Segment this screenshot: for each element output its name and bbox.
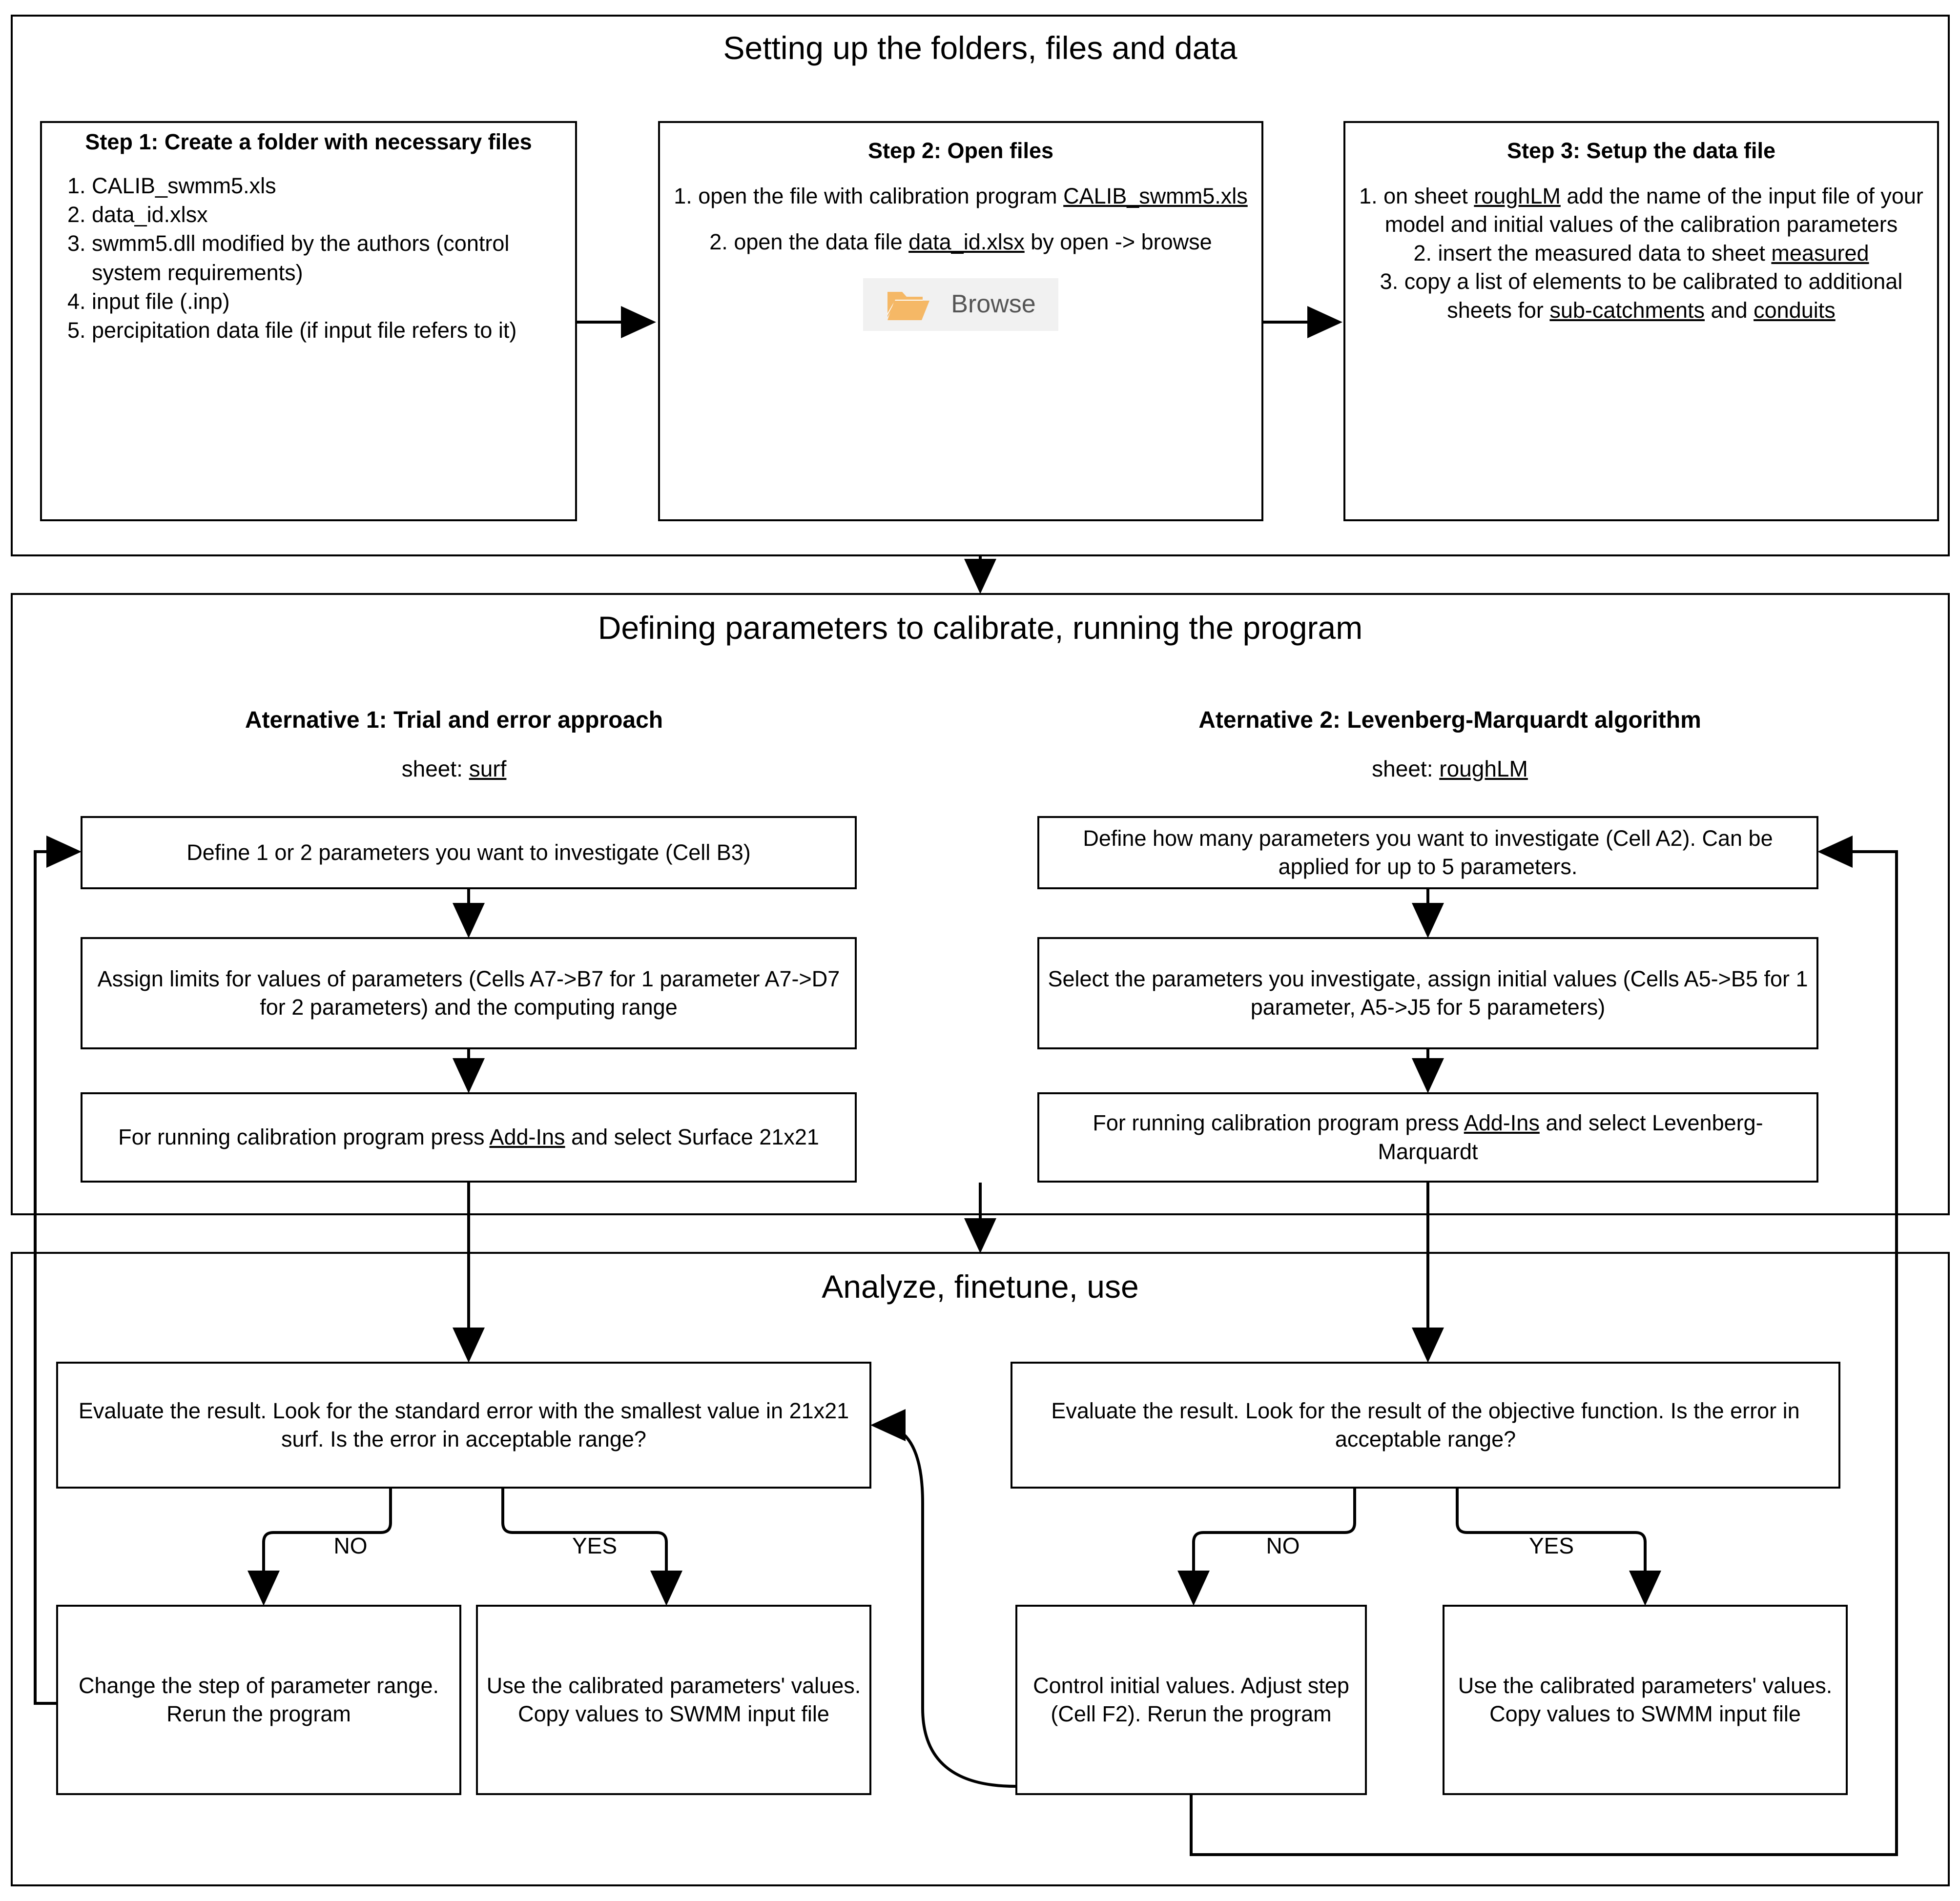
browse-label: Browse — [951, 289, 1036, 318]
list-item: swmm5.dll modified by the authors (contr… — [92, 229, 567, 287]
step3-instruction-1: 1. on sheet roughLM add the name of the … — [1353, 182, 1929, 239]
list-item: percipitation data file (if input file r… — [92, 316, 567, 345]
step3-item3-b: and — [1705, 297, 1754, 323]
step3-item2-a: 2. insert the measured data to sheet — [1413, 240, 1772, 266]
surf-sheet-link[interactable]: surf — [469, 756, 507, 781]
step3-item1-a: 1. on sheet — [1359, 183, 1474, 208]
right-yes-box: Use the calibrated parameters' values. C… — [1443, 1605, 1848, 1795]
left-no-label: NO — [312, 1533, 389, 1559]
step2-box: Step 2: Open files 1. open the file with… — [658, 121, 1263, 521]
step2-heading: Step 2: Open files — [867, 138, 1054, 163]
alt2-step-2-box: Select the parameters you investigate, a… — [1037, 937, 1818, 1049]
alt1-run-b: and select Surface 21x21 — [565, 1124, 819, 1150]
panel-defining-title: Defining parameters to calibrate, runnin… — [598, 610, 1363, 646]
alt2-sheet-prefix: sheet: — [1372, 756, 1440, 781]
right-evaluate-box: Evaluate the result. Look for the result… — [1011, 1362, 1840, 1489]
panel-analyze-title: Analyze, finetune, use — [822, 1268, 1139, 1305]
step2-line1-prefix: 1. open the file with calibration progra… — [674, 183, 1064, 208]
alt1-run-text: For running calibration program press Ad… — [90, 1123, 847, 1152]
alt2-step-1-box: Define how many parameters you want to i… — [1037, 816, 1818, 889]
step3-item1-b: add the name of the input file of your m… — [1384, 183, 1923, 237]
step3-heading: Step 3: Setup the data file — [1506, 138, 1776, 163]
add-ins-link-1[interactable]: Add-Ins — [489, 1124, 565, 1150]
alt1-step-1-box: Define 1 or 2 parameters you want to inv… — [81, 816, 857, 889]
list-item: data_id.xlsx — [92, 200, 567, 229]
step2-line2-prefix: 2. open the data file — [709, 229, 909, 254]
step3-instruction-2: 2. insert the measured data to sheet mea… — [1353, 239, 1929, 268]
step1-file-list: CALIB_swmm5.xls data_id.xlsx swmm5.dll m… — [50, 171, 567, 345]
alt2-run-text: For running calibration program press Ad… — [1047, 1109, 1809, 1166]
folder-open-icon — [886, 287, 930, 322]
panel-setup-title: Setting up the folders, files and data — [723, 30, 1238, 66]
alternative-1-heading: Aternative 1: Trial and error approach — [245, 707, 663, 733]
data-file-link[interactable]: data_id.xlsx — [908, 229, 1025, 254]
step2-instruction-1: 1. open the file with calibration progra… — [668, 182, 1254, 211]
roughlm-sheet-link[interactable]: roughLM — [1474, 183, 1561, 208]
calib-file-link[interactable]: CALIB_swmm5.xls — [1063, 183, 1248, 208]
left-no-box: Change the step of parameter range. Reru… — [56, 1605, 461, 1795]
list-item: input file (.inp) — [92, 287, 567, 316]
alternative-1-sheet: sheet: surf — [49, 756, 859, 782]
step3-instruction-3: 3. copy a list of elements to be calibra… — [1353, 267, 1929, 325]
conduits-sheet-link[interactable]: conduits — [1754, 297, 1836, 323]
step1-box: Step 1: Create a folder with necessary f… — [40, 121, 577, 521]
alt1-sheet-prefix: sheet: — [401, 756, 469, 781]
right-no-box: Control initial values. Adjust step (Cel… — [1015, 1605, 1367, 1795]
list-item: CALIB_swmm5.xls — [92, 171, 567, 200]
alt2-run-box: For running calibration program press Ad… — [1037, 1092, 1818, 1183]
step2-instruction-2: 2. open the data file data_id.xlsx by op… — [668, 228, 1254, 257]
alternative-2-heading: Aternative 2: Levenberg-Marquardt algori… — [1198, 707, 1701, 733]
step3-item3-a: 3. copy a list of elements to be calibra… — [1380, 269, 1903, 323]
roughlm-sheet-link-2[interactable]: roughLM — [1439, 756, 1528, 781]
alt1-run-box: For running calibration program press Ad… — [81, 1092, 857, 1183]
subcatchments-sheet-link[interactable]: sub-catchments — [1549, 297, 1705, 323]
step2-line2-suffix: by open -> browse — [1024, 229, 1212, 254]
alternative-2-sheet: sheet: roughLM — [1040, 756, 1860, 782]
left-evaluate-box: Evaluate the result. Look for the standa… — [56, 1362, 871, 1489]
right-no-label: NO — [1245, 1533, 1321, 1559]
step1-heading: Step 1: Create a folder with necessary f… — [85, 129, 532, 154]
alt1-step-2-box: Assign limits for values of parameters (… — [81, 937, 857, 1049]
left-yes-box: Use the calibrated parameters' values. C… — [476, 1605, 871, 1795]
alt1-run-a: For running calibration program press — [118, 1124, 490, 1150]
alt2-run-a: For running calibration program press — [1093, 1110, 1464, 1135]
left-yes-label: YES — [547, 1533, 642, 1559]
step3-box: Step 3: Setup the data file 1. on sheet … — [1343, 121, 1939, 521]
right-yes-label: YES — [1504, 1533, 1599, 1559]
browse-button[interactable]: Browse — [863, 278, 1058, 331]
measured-sheet-link[interactable]: measured — [1771, 240, 1869, 266]
add-ins-link-2[interactable]: Add-Ins — [1464, 1110, 1540, 1135]
